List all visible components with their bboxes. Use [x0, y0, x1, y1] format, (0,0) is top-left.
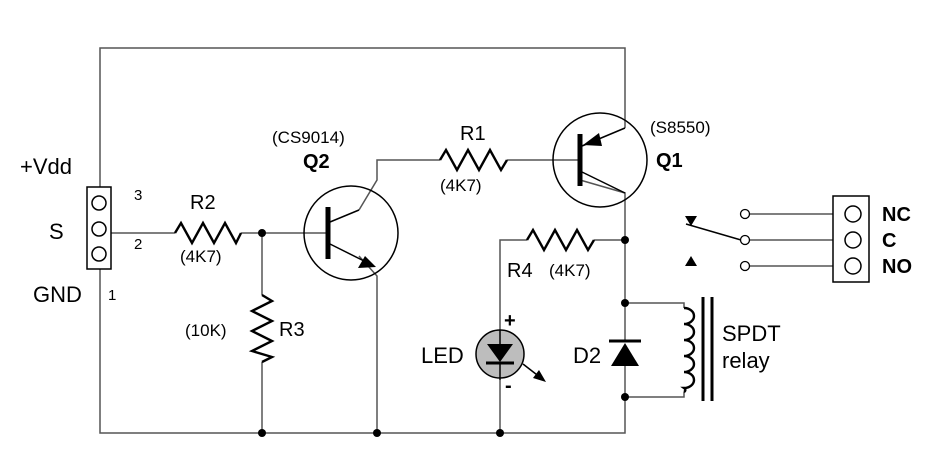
- relay-label-line2: relay: [722, 348, 770, 373]
- q2-emitter-arrow: [358, 256, 376, 268]
- r1-name: R1: [460, 123, 486, 145]
- transistor-q1: (S8550) Q1: [552, 112, 710, 208]
- junction-dot: [621, 299, 629, 307]
- r4-name: R4: [507, 260, 533, 282]
- transistor-q2: (CS9014) Q2: [272, 128, 399, 281]
- pin-1-label: 1: [108, 287, 116, 304]
- q1-part-number: (S8550): [650, 118, 710, 137]
- c-label: C: [882, 230, 896, 252]
- r4-value: (4K7): [549, 261, 591, 280]
- resistor-r2: R2 (4K7): [173, 192, 243, 266]
- relay-coil: SPDT relay: [680, 297, 781, 401]
- r4-left-wire: [499, 239, 527, 330]
- ground-rail: [99, 265, 626, 434]
- diode-d2: D2: [573, 339, 641, 368]
- relay-contacts: [685, 208, 751, 272]
- q2-part-number: (CS9014): [272, 128, 345, 147]
- junction-dot: [621, 393, 629, 401]
- output-connector: NC C NO: [832, 195, 912, 283]
- r3-name: R3: [279, 319, 305, 341]
- junction-dot: [258, 429, 266, 437]
- r3-value: (10K): [185, 321, 227, 340]
- led-light-arrow: [533, 370, 546, 382]
- input-connector: +Vdd S GND 3 2 1: [20, 154, 142, 307]
- no-label: NO: [882, 256, 912, 278]
- q2-emitter-wire: [358, 255, 378, 433]
- nc-contact-arrow: [685, 216, 697, 226]
- resistor-r4: R4 (4K7): [507, 227, 596, 282]
- wires: [99, 47, 845, 434]
- junction-dot: [496, 429, 504, 437]
- junction-dot: [621, 236, 629, 244]
- junctions: [258, 229, 629, 437]
- pin-2-label: 2: [134, 236, 142, 253]
- led-name: LED: [421, 343, 464, 368]
- no-contact-arrow: [685, 256, 697, 266]
- nc-label: NC: [882, 204, 911, 226]
- junction-dot: [258, 229, 266, 237]
- resistor-r3: (10K) R3: [185, 293, 305, 364]
- d2-name: D2: [573, 343, 601, 368]
- r2-value: (4K7): [180, 247, 222, 266]
- junction-dot: [373, 429, 381, 437]
- gnd-label: GND: [33, 282, 82, 307]
- q2-collector-wire: [358, 159, 440, 211]
- coil-top-wire: [625, 302, 685, 308]
- coil-bottom-wire: [625, 392, 685, 398]
- q1-collector-wire: [579, 179, 626, 303]
- pin-3-label: 3: [134, 187, 142, 204]
- resistor-r1: R1 (4K7): [438, 123, 509, 195]
- r2-name: R2: [190, 192, 216, 214]
- led-minus-label: -: [505, 375, 512, 397]
- led-plus-label: +: [504, 310, 516, 332]
- vdd-rail: [99, 47, 626, 195]
- q2-name: Q2: [303, 151, 330, 173]
- vdd-label: +Vdd: [20, 154, 72, 179]
- q1-emitter-arrow: [583, 133, 602, 146]
- led: LED + -: [421, 310, 546, 397]
- q1-name: Q1: [656, 150, 683, 172]
- signal-label: S: [49, 219, 64, 244]
- relay-label-line1: SPDT: [722, 321, 781, 346]
- r1-value: (4K7): [440, 176, 482, 195]
